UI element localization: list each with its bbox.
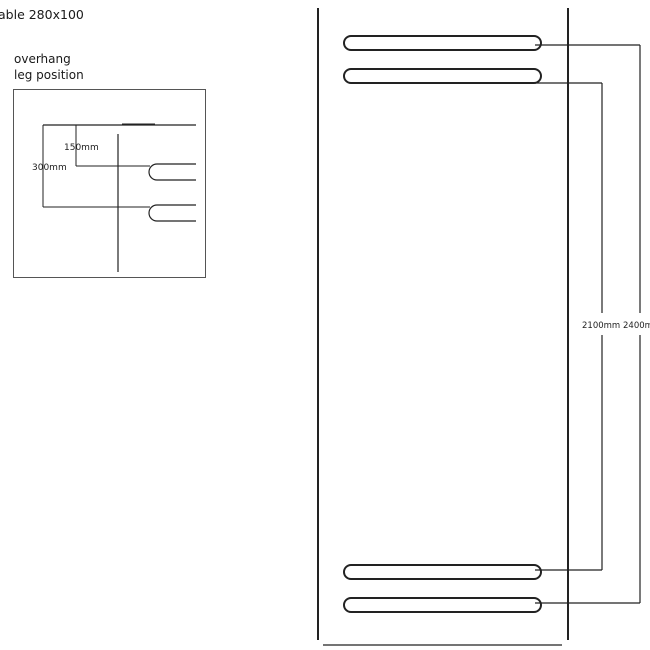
- inset-frame: [13, 89, 206, 278]
- dimension-2100-label: 2100mm: [582, 321, 620, 331]
- dimension-2100: 2100mm: [535, 82, 620, 571]
- inset-dim-300-label: 300mm: [32, 163, 67, 173]
- leg-slot-bottom-1: [343, 564, 542, 580]
- inset-detail: 300mm 150mm: [13, 89, 206, 278]
- inset-caption-leg-position: leg position: [14, 68, 84, 82]
- inset-dim-150-label: 150mm: [64, 143, 99, 153]
- inset-leg-slot-1: [148, 163, 196, 181]
- inset-leg-slot-2: [148, 204, 196, 222]
- leg-slot-top-2: [343, 68, 542, 84]
- leg-slot-top-1: [343, 35, 542, 51]
- drawing-title: able 280x100: [0, 7, 84, 22]
- table-top-plan: [317, 8, 569, 646]
- leg-slot-bottom-2: [343, 597, 542, 613]
- dimension-2400-label: 2400m: [623, 321, 650, 331]
- dimension-2400: 2400m: [535, 44, 650, 604]
- inset-caption-overhang: overhang: [14, 52, 71, 66]
